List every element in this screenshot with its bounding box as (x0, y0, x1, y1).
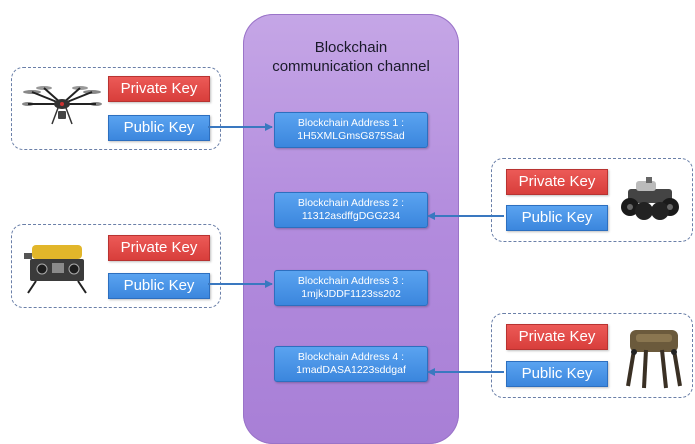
blockchain-address-1: Blockchain Address 1 : 1H5XMLGmsG875Sad (274, 112, 428, 148)
blockchain-channel: Blockchain communication channel Blockch… (243, 14, 459, 444)
address-label: Blockchain Address 1 : (297, 117, 405, 129)
public-key-button: Public Key (108, 273, 210, 299)
device-legged-robot: Private Key Public Key (491, 313, 693, 398)
rover-icon (621, 177, 679, 220)
blockchain-address-4: Blockchain Address 4 : 1madDASA1223sddga… (274, 346, 428, 382)
private-key-button: Private Key (108, 235, 210, 261)
public-key-button: Public Key (108, 115, 210, 141)
address-label: Blockchain Address 3 : (297, 275, 405, 287)
private-key-button: Private Key (506, 169, 608, 195)
private-key-button: Private Key (108, 76, 210, 102)
legged-robot-icon (626, 330, 682, 389)
channel-title-line2: communication channel (272, 58, 430, 75)
address-value: 1madDASA1223sddgaf (296, 364, 406, 376)
public-key-button: Public Key (506, 205, 608, 231)
device-underwater-robot: Private Key Public Key (11, 224, 221, 308)
device-drone: Private Key Public Key (11, 67, 221, 150)
address-value: 1H5XMLGmsG875Sad (297, 130, 405, 142)
private-key-button: Private Key (506, 324, 608, 350)
address-label: Blockchain Address 4 : (297, 351, 405, 363)
blockchain-address-3: Blockchain Address 3 : 1mjkJDDF1123ss202 (274, 270, 428, 306)
address-label: Blockchain Address 2 : (297, 197, 405, 209)
underwater-robot-icon (24, 245, 87, 294)
address-value: 1mjkJDDF1123ss202 (301, 288, 401, 300)
channel-title: Blockchain communication channel (243, 38, 459, 76)
channel-title-line1: Blockchain (314, 39, 388, 56)
address-value: 11312asdffgDGG234 (301, 210, 401, 222)
public-key-button: Public Key (506, 361, 608, 387)
device-rover: Private Key Public Key (491, 158, 693, 242)
drone-icon (22, 86, 102, 125)
blockchain-address-2: Blockchain Address 2 : 11312asdffgDGG234 (274, 192, 428, 228)
